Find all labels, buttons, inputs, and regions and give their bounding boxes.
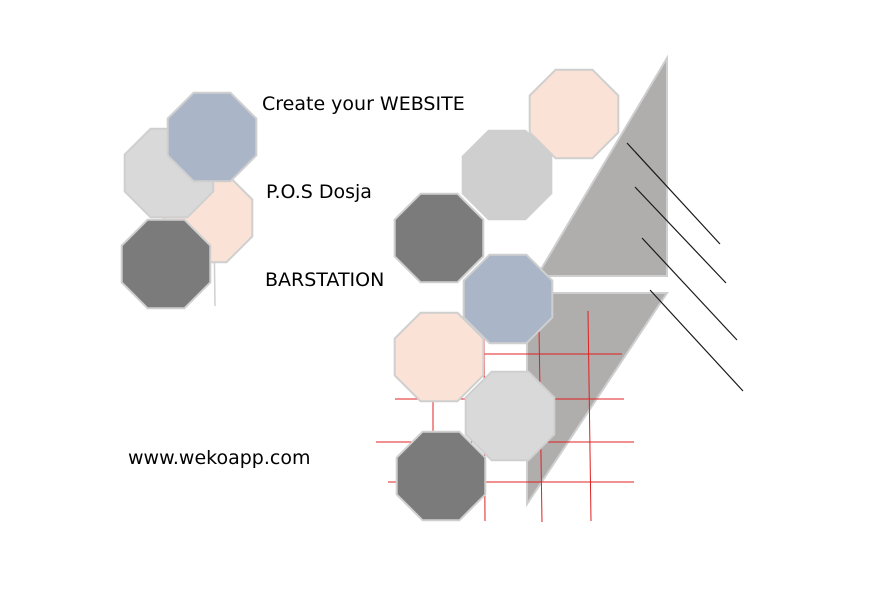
hatch-line bbox=[634, 186, 727, 284]
octagon bbox=[393, 192, 485, 284]
pos-label: P.O.S Dosja bbox=[266, 181, 372, 203]
octagon bbox=[528, 68, 620, 160]
grid-line bbox=[587, 310, 592, 522]
upper-triangle bbox=[535, 54, 668, 277]
website-label: Create your WEBSITE bbox=[262, 93, 465, 115]
hatch-lines bbox=[626, 142, 744, 392]
octagon bbox=[464, 370, 556, 462]
octagon bbox=[166, 91, 258, 183]
octagon bbox=[462, 253, 554, 345]
hatch-line bbox=[626, 142, 721, 245]
barstation-label: BARSTATION bbox=[265, 269, 385, 291]
hatch-line bbox=[641, 237, 738, 341]
url-label: www.wekoapp.com bbox=[128, 447, 311, 469]
octagon bbox=[461, 129, 553, 221]
hatch-line bbox=[649, 289, 744, 392]
octagon bbox=[393, 311, 485, 403]
octagon bbox=[120, 218, 212, 310]
octagon bbox=[395, 430, 487, 522]
